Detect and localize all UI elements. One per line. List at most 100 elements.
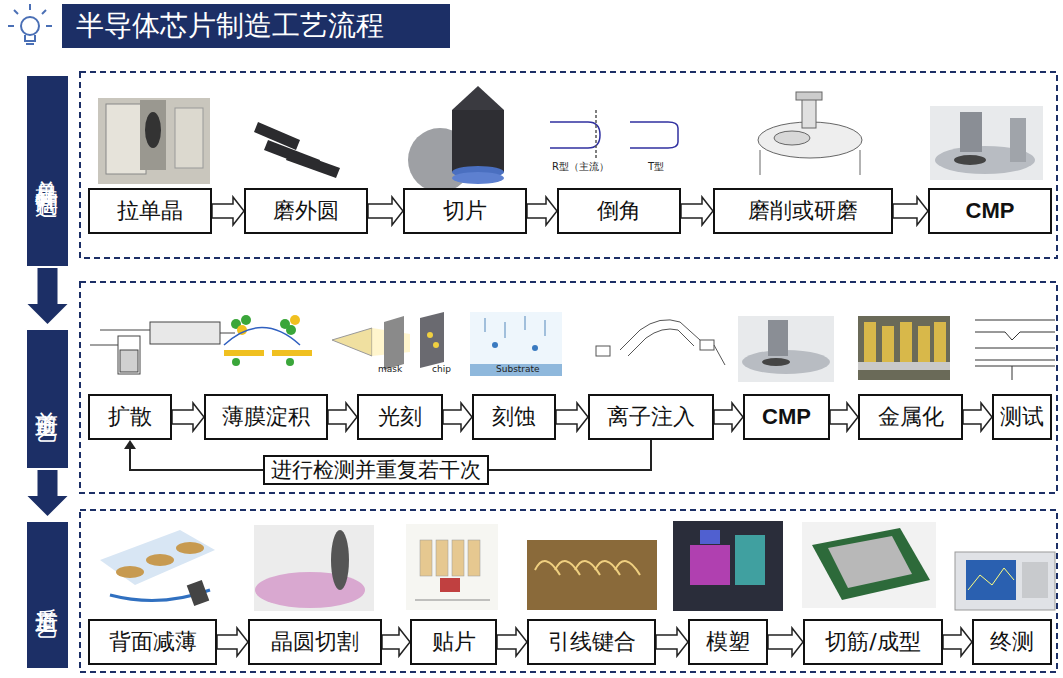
process-box: 光刻 xyxy=(357,394,443,440)
node-text: 金属化 xyxy=(878,405,944,429)
ingot-illustration xyxy=(254,122,340,178)
crystal-puller-illustration xyxy=(98,98,210,184)
lightbulb-icon xyxy=(8,4,52,44)
test-structure-illustration xyxy=(975,320,1055,380)
diffusion-furnace-illustration xyxy=(90,322,235,374)
node-text: 切片 xyxy=(443,199,487,223)
tester-illustration xyxy=(955,552,1055,610)
metallization-illustration xyxy=(858,316,950,380)
edge-label: 进行检测并重复若干次 xyxy=(263,455,489,485)
cmp-machine-illustration xyxy=(738,316,834,382)
node-text: 贴片 xyxy=(432,630,476,654)
flow-arrow xyxy=(368,197,403,225)
node-text: 拉单晶 xyxy=(117,199,183,223)
process-box: 测试 xyxy=(992,394,1052,440)
process-box: 刻蚀 xyxy=(472,394,556,440)
arrow-head xyxy=(124,440,136,449)
node-text: 磨外圆 xyxy=(273,199,339,223)
flow-arrow xyxy=(443,403,472,431)
node-text: 磨削或研磨 xyxy=(748,199,858,223)
node-text: 薄膜淀积 xyxy=(222,405,310,429)
process-box: 金属化 xyxy=(858,394,963,440)
flow-arrow xyxy=(943,628,972,656)
flow-arrow xyxy=(656,628,688,656)
image-label: mask xyxy=(378,364,402,374)
process-box: 拉单晶 xyxy=(88,188,212,234)
process-box: 扩散 xyxy=(88,394,172,440)
deposition-illustration xyxy=(224,315,312,366)
process-box: 切片 xyxy=(403,188,527,234)
image-label: chip xyxy=(432,364,451,374)
flow-arrow xyxy=(556,403,588,431)
section-frame xyxy=(80,510,1057,672)
down-arrow xyxy=(28,470,68,516)
process-box: 晶圆切割 xyxy=(248,619,382,665)
backgrind-illustration xyxy=(100,530,215,606)
wire-bond-illustration xyxy=(527,540,657,610)
flow-arrow xyxy=(893,197,928,225)
node-text: 刻蚀 xyxy=(492,405,536,429)
title-banner: 半导体芯片制造工艺流程 xyxy=(62,4,450,48)
process-box: 模塑 xyxy=(688,619,768,665)
section-frame xyxy=(80,72,1057,258)
stage-band: 后道工艺 xyxy=(27,522,68,668)
flow-arrow xyxy=(328,403,357,431)
wafer-slicing-illustration xyxy=(408,86,504,192)
cmp-machine-illustration xyxy=(930,106,1043,180)
die-attach-illustration xyxy=(406,524,498,610)
process-box: 切筋/成型 xyxy=(803,619,943,665)
node-text: 模塑 xyxy=(706,630,750,654)
process-box: 倒角 xyxy=(557,188,681,234)
package-illustration xyxy=(802,522,936,608)
node-text: 引线键合 xyxy=(548,630,636,654)
node-text: 离子注入 xyxy=(607,405,695,429)
stage-band: 前道工艺 xyxy=(27,330,68,468)
flow-arrow xyxy=(382,628,410,656)
node-text: 单晶硅片制造 xyxy=(32,162,63,180)
dicing-illustration xyxy=(254,525,374,611)
ion-implanter-illustration xyxy=(596,320,725,365)
node-text: 晶圆切割 xyxy=(271,630,359,654)
process-box: 离子注入 xyxy=(588,394,714,440)
flow-arrow xyxy=(681,197,713,225)
molding-machine-illustration xyxy=(673,521,783,611)
flow-arrow xyxy=(527,197,557,225)
flow-arrow xyxy=(212,197,244,225)
process-box: 终测 xyxy=(972,619,1052,665)
process-box: CMP xyxy=(743,394,830,440)
flow-arrow xyxy=(497,628,527,656)
image-label: T型 xyxy=(648,160,664,174)
grinding-illustration xyxy=(758,92,862,175)
image-label: R型（主流） xyxy=(552,160,609,174)
flow-arrow xyxy=(714,403,743,431)
lithography-illustration xyxy=(332,312,444,370)
process-box: 背面减薄 xyxy=(88,619,217,665)
flow-arrow xyxy=(830,403,858,431)
flow-arrow xyxy=(172,403,204,431)
flow-arrow xyxy=(963,403,992,431)
node-text: CMP xyxy=(966,199,1015,223)
etching-illustration xyxy=(470,312,562,376)
down-arrow xyxy=(28,268,68,324)
process-box: 磨削或研磨 xyxy=(713,188,893,234)
node-text: 切筋/成型 xyxy=(825,630,920,654)
node-text: CMP xyxy=(762,405,811,429)
flow-arrow xyxy=(768,628,803,656)
image-label: Substrate xyxy=(496,364,540,374)
process-box: CMP xyxy=(928,188,1052,234)
flow-arrow xyxy=(217,628,248,656)
node-text: 扩散 xyxy=(108,405,152,429)
node-text: 背面减薄 xyxy=(109,630,197,654)
node-text: 后道工艺 xyxy=(32,589,63,601)
node-text: 倒角 xyxy=(597,199,641,223)
process-box: 引线键合 xyxy=(527,619,656,665)
node-text: 光刻 xyxy=(378,405,422,429)
node-text: 终测 xyxy=(990,630,1034,654)
edge-profile-illustration xyxy=(550,110,678,160)
node-text: 前道工艺 xyxy=(32,393,63,405)
node-text: 测试 xyxy=(1000,405,1044,429)
process-box: 磨外圆 xyxy=(244,188,368,234)
stage-band: 单晶硅片制造 xyxy=(27,76,68,266)
